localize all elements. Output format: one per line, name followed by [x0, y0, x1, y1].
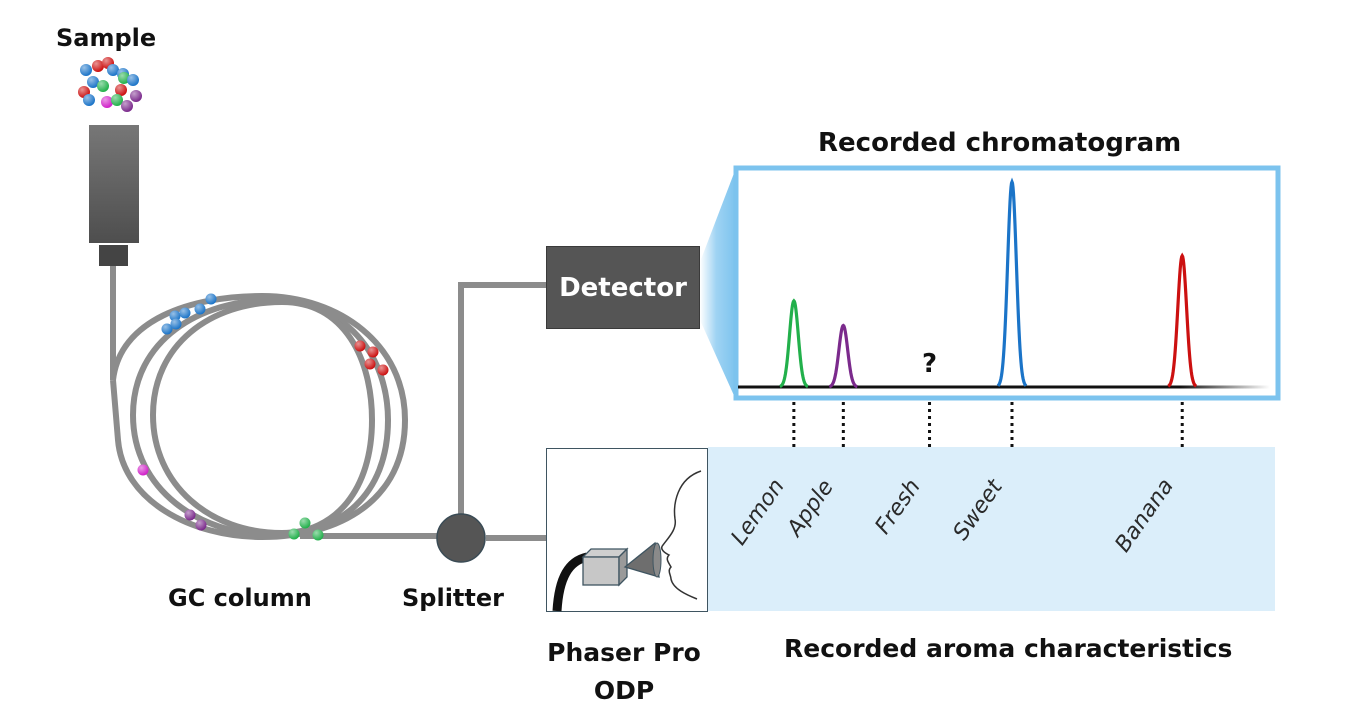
injector-tip — [99, 245, 128, 266]
separated-molecules — [137, 293, 389, 541]
transfer-line-icon — [552, 552, 589, 612]
molecule-ball — [205, 293, 217, 305]
molecule-ball — [170, 318, 182, 330]
detector-box: Detector — [546, 246, 700, 329]
peak-sweet — [996, 177, 1028, 387]
column-coil-outer — [110, 292, 409, 541]
molecule-ball — [194, 303, 206, 315]
molecule-ball — [377, 364, 389, 376]
odp-label-line2: ODP — [593, 676, 655, 705]
injector-body — [89, 125, 139, 243]
gc-column — [110, 266, 438, 541]
molecule-ball — [101, 96, 113, 108]
peak-banana — [1167, 252, 1198, 388]
sniffer-icon — [552, 470, 702, 612]
molecule-ball — [161, 323, 173, 335]
molecule-ball — [179, 307, 191, 319]
molecule-ball — [87, 76, 99, 88]
molecule-ball — [97, 80, 109, 92]
injector — [89, 125, 139, 266]
column-coil-inner — [150, 298, 376, 537]
gc-column-label: GC column — [168, 584, 312, 612]
chromatogram-title: Recorded chromatogram — [818, 128, 1182, 158]
odp-illustration — [546, 448, 708, 612]
detector-label: Detector — [559, 272, 687, 303]
molecule-ball — [312, 529, 324, 541]
splitter-node — [436, 513, 486, 563]
chromatogram-plot: ? — [738, 177, 1270, 389]
detector-signal-funnel — [700, 168, 736, 400]
splitter-label: Splitter — [402, 584, 504, 612]
molecule-ball — [184, 509, 196, 521]
line-to-detector — [458, 282, 546, 520]
odp-label-line1: Phaser Pro — [547, 638, 701, 667]
odp-label: Phaser Pro ODP — [540, 634, 708, 710]
molecule-ball — [83, 94, 95, 106]
sample-label: Sample — [56, 24, 157, 52]
molecule-ball — [137, 464, 149, 476]
molecule-ball — [92, 60, 104, 72]
chromatogram-baseline-tail — [1180, 385, 1270, 389]
molecule-ball — [127, 74, 139, 86]
molecule-ball — [111, 94, 123, 106]
molecule-ball — [169, 310, 181, 322]
sample-molecules — [78, 57, 142, 112]
molecule-ball — [107, 64, 119, 76]
face-profile-icon — [660, 470, 702, 600]
aroma-title: Recorded aroma characteristics — [784, 634, 1233, 663]
sniff-port-box — [582, 556, 620, 586]
molecule-ball — [118, 72, 130, 84]
peak-apple — [828, 323, 858, 389]
molecule-ball — [121, 100, 133, 112]
molecule-ball — [115, 84, 127, 96]
molecule-ball — [80, 64, 92, 76]
unknown-peak-marker: ? — [922, 349, 937, 379]
molecule-ball — [299, 517, 311, 529]
molecule-ball — [288, 528, 300, 540]
molecule-ball — [367, 346, 379, 358]
molecule-ball — [354, 340, 366, 352]
peak-lemon — [779, 298, 809, 388]
aroma-band — [708, 447, 1275, 611]
transfer-lines — [458, 282, 546, 541]
molecule-ball — [364, 358, 376, 370]
molecule-ball — [130, 90, 142, 102]
molecule-ball — [195, 519, 207, 531]
